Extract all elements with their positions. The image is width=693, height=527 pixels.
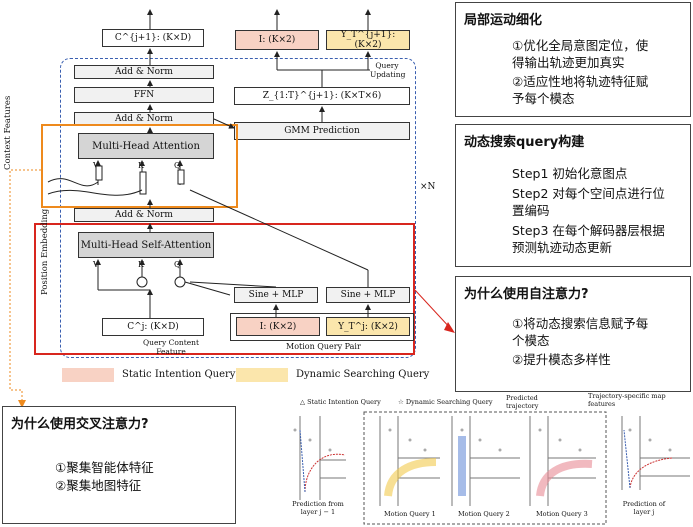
self-attention-callout: 为什么使用自注意力? ①将动态搜索信息赋予每 个模态 ②提升模态多样性 (455, 276, 691, 392)
triangle-icon: △ (300, 398, 305, 406)
add-norm-lower-label: Add & Norm (115, 210, 173, 220)
motion-query-1-label: Motion Query 1 (384, 510, 436, 518)
motion-query-pair-frame (230, 313, 414, 341)
self-attention-line-3: ②提升模态多样性 (512, 352, 611, 367)
legend-static-swatch (62, 368, 114, 382)
ffn-box: FFN (74, 87, 214, 103)
dynamic-query-callout: 动态搜索query构建 Step1 初始化意图点 Step2 对每个空间点进行位… (455, 124, 691, 267)
self-attention-line-2: 个模态 (512, 333, 550, 348)
content-input-label: C^j: (K×D) (127, 322, 179, 332)
query-content-feature-label: Query Content Feature (142, 338, 199, 356)
dynamic-query-title: 动态搜索query构建 (464, 135, 585, 150)
multi-head-attention-label: Multi-Head Attention (92, 140, 200, 152)
static-intention-input-box: I: (K×2) (236, 317, 320, 336)
content-output-box: C^{j+1}: (K×D) (102, 29, 204, 47)
dynamic-query-line-2: Step2 对每个空间点进行位 (512, 186, 665, 201)
static-intention-output-box: I: (K×2) (235, 30, 319, 50)
scene-panel-q1 (379, 416, 440, 506)
content-input-box: C^j: (K×D) (102, 318, 204, 336)
prediction-next-label: Prediction of layer j (622, 500, 666, 516)
gmm-prediction-box: GMM Prediction (234, 122, 410, 140)
local-refinement-title: 局部运动细化 (464, 13, 543, 28)
motion-query-3-label: Motion Query 3 (536, 510, 588, 518)
gmm-prediction-label: GMM Prediction (284, 126, 360, 136)
self-k-label: K (138, 260, 144, 269)
multi-head-self-attention-box: Multi-Head Self-Attention (78, 232, 214, 258)
add-norm-top-label: Add & Norm (115, 67, 173, 77)
context-features-label: Context Features (3, 95, 13, 170)
local-refinement-line-1: ①优化全局意图定位，使 (512, 38, 649, 53)
scene-panel-next (621, 416, 690, 490)
map-feature-dots (293, 428, 672, 452)
bottom-legend-map: Trajectory-specific map features (588, 392, 684, 408)
self-v-label: V (93, 260, 99, 269)
star-icon: ☆ (398, 398, 404, 406)
dynamic-query-line-4: Step3 在每个解码器层根据 (512, 223, 665, 238)
scene-panel-q2 (451, 416, 520, 506)
cross-attention-line-2: ②聚集地图特征 (55, 478, 142, 493)
self-q-label: Q (174, 260, 181, 269)
add-norm-mid-label: Add & Norm (115, 114, 173, 124)
dynamic-query-line-1: Step1 初始化意图点 (512, 166, 628, 181)
multi-head-self-attention-label: Multi-Head Self-Attention (80, 239, 212, 251)
bottom-legend-pred-label: Predicted trajectory (506, 394, 539, 410)
sine-mlp-left-box: Sine + MLP (234, 287, 318, 303)
dynamic-query-line-3: 置编码 (512, 203, 550, 218)
query-updating-label: Query Updating (370, 61, 406, 79)
motion-query-pair-label: Motion Query Pair (286, 342, 361, 351)
legend-static-label: Static Intention Query (122, 369, 236, 380)
scene-panel-q3 (529, 416, 596, 506)
static-intention-output-label: I: (K×2) (258, 35, 296, 45)
bottom-legend-pred: Predicted trajectory (506, 394, 548, 410)
bottom-legend-map-label: Trajectory-specific map features (588, 392, 666, 408)
dynamic-query-input-box: Y_T^j: (K×2) (326, 317, 410, 336)
sine-mlp-right-label: Sine + MLP (340, 290, 396, 300)
local-refinement-line-4: 予每个模态 (512, 91, 575, 106)
dynamic-query-output-box: Y_T^{j+1}: (K×2) (326, 30, 410, 50)
prediction-prev-label: Prediction from layer j − 1 (292, 500, 344, 516)
local-refinement-line-2: 得输出轨迹更加真实 (512, 55, 625, 70)
sine-mlp-left-label: Sine + MLP (248, 290, 304, 300)
sine-mlp-right-box: Sine + MLP (326, 287, 410, 303)
cross-attention-title: 为什么使用交叉注意力? (11, 417, 149, 432)
local-refinement-callout: 局部运动细化 ①优化全局意图定位，使 得输出轨迹更加真实 ②适应性地将轨迹特征赋… (455, 2, 691, 117)
local-refinement-line-3: ②适应性地将轨迹特征赋 (512, 74, 649, 89)
trajectory-z-box: Z_{1:T}^{j+1}: (K×T×6) (234, 87, 410, 105)
trajectory-z-label: Z_{1:T}^{j+1}: (K×T×6) (262, 91, 382, 101)
static-intention-input-label: I: (K×2) (259, 321, 297, 332)
dynamic-query-line-5: 预测轨迹动态更新 (512, 240, 613, 255)
cross-attention-callout: 为什么使用交叉注意力? ①聚集智能体特征 ②聚集地图特征 (2, 406, 236, 524)
add-norm-top-box: Add & Norm (74, 65, 214, 79)
decoder-layer-frame (60, 58, 416, 358)
bottom-legend-dynamic-label: Dynamic Searching Query (405, 398, 493, 406)
dynamic-query-input-label: Y_T^j: (K×2) (338, 321, 398, 332)
multi-head-attention-box: Multi-Head Attention (78, 133, 214, 159)
add-norm-lower-box: Add & Norm (74, 208, 214, 222)
cross-q-label: Q (174, 161, 181, 170)
bottom-legend-static-label: Static Intention Query (307, 398, 381, 406)
cross-k-label: K (138, 161, 144, 170)
scene-panel-prev (288, 416, 346, 500)
ffn-label: FFN (133, 90, 155, 100)
bottom-legend-dynamic: ☆ Dynamic Searching Query (398, 398, 493, 406)
bottom-legend-static: △ Static Intention Query (300, 398, 381, 406)
cross-attention-line-1: ①聚集智能体特征 (55, 460, 154, 475)
legend-dynamic-swatch (236, 368, 288, 382)
self-attention-title: 为什么使用自注意力? (464, 287, 589, 302)
legend-dynamic-label: Dynamic Searching Query (296, 369, 430, 380)
content-output-label: C^{j+1}: (K×D) (114, 33, 192, 43)
dynamic-query-output-label: Y_T^{j+1}: (K×2) (340, 30, 396, 50)
self-attention-line-1: ①将动态搜索信息赋予每 (512, 316, 649, 331)
cross-v-label: V (93, 161, 99, 170)
repeat-n-label: ×N (420, 182, 436, 192)
cross-attention-highlight (41, 124, 238, 208)
motion-query-2-label: Motion Query 2 (458, 510, 510, 518)
position-embedding-label: Position Embedding (40, 208, 50, 295)
